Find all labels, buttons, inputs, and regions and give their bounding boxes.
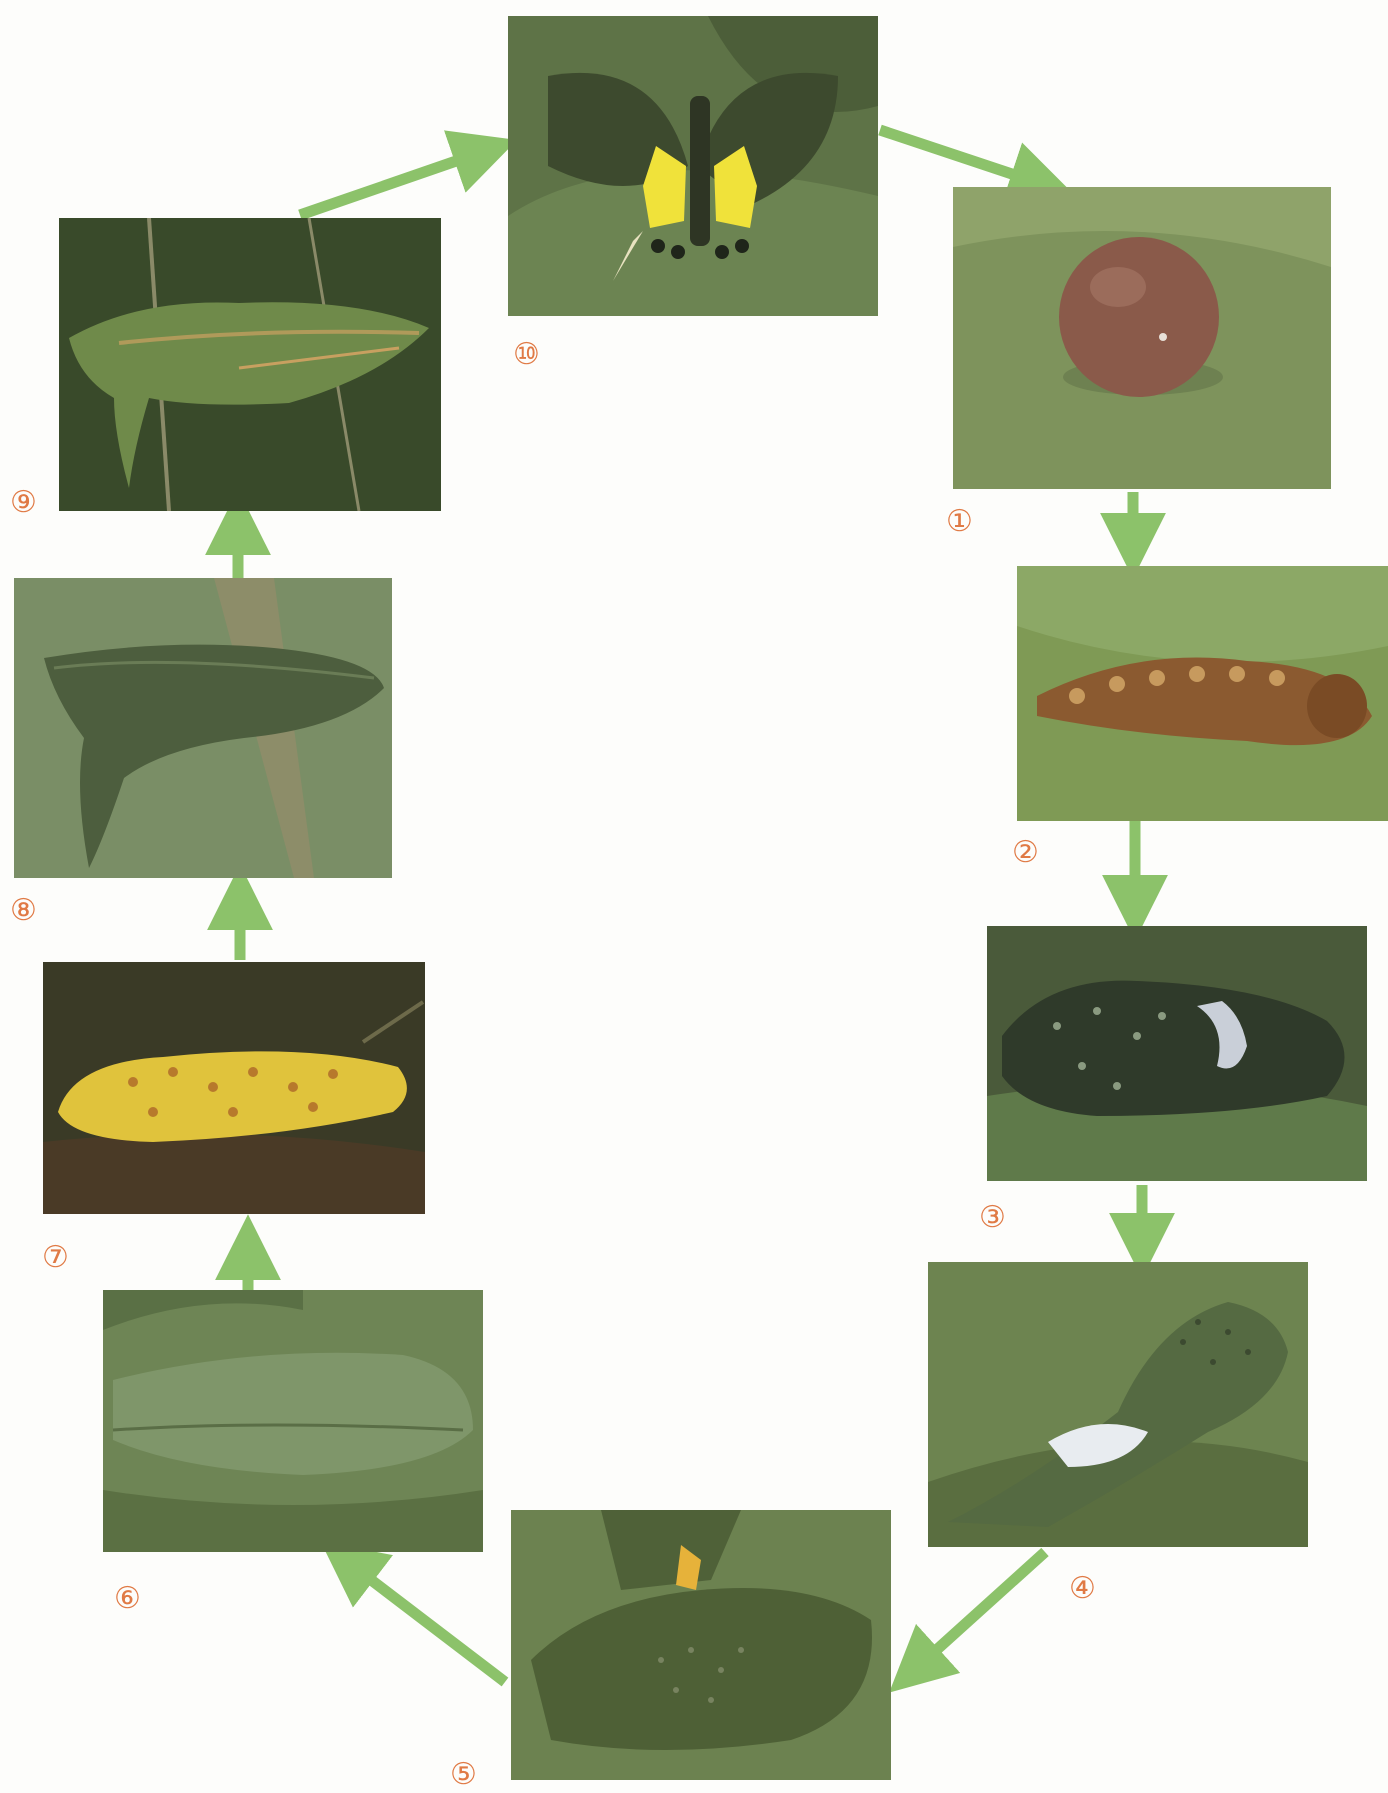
- photo-first-instar-larva: [1017, 566, 1388, 821]
- stage-number-8: ⑧: [10, 896, 37, 926]
- photo-fourth-instar-larva: [511, 1510, 891, 1780]
- arrow-4-to-5: [912, 1552, 1045, 1672]
- arrow-10-to-1: [880, 130, 1045, 185]
- stage-number-7: ⑦: [42, 1243, 69, 1273]
- stage-number-2: ②: [1012, 838, 1039, 868]
- stage-number-3: ③: [979, 1203, 1006, 1233]
- photo-egg: [953, 187, 1331, 489]
- photo-green-pupa: [14, 578, 392, 878]
- photo-third-instar-larva: [928, 1262, 1308, 1547]
- photo-adult-butterfly: [508, 16, 878, 316]
- stage-number-1: ①: [946, 507, 973, 537]
- photo-prepupa: [43, 962, 425, 1214]
- photo-fifth-instar-larva: [103, 1290, 483, 1552]
- stage-number-4: ④: [1069, 1574, 1096, 1604]
- arrow-5-to-6: [345, 1560, 505, 1682]
- photo-second-instar-larva: [987, 926, 1367, 1181]
- stage-number-9: ⑨: [10, 488, 37, 518]
- stage-number-6: ⑥: [114, 1584, 141, 1614]
- arrow-9-to-10: [300, 150, 488, 215]
- photo-pupa-before-eclosion: [59, 218, 441, 511]
- stage-number-5: ⑤: [450, 1760, 477, 1790]
- stage-number-10: ⑩: [513, 340, 540, 370]
